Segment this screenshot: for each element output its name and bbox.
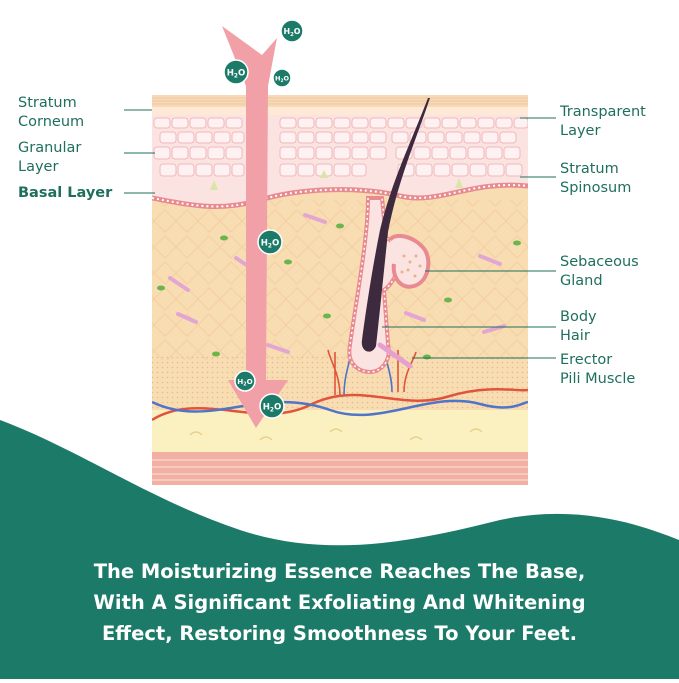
green-wave-background — [0, 420, 679, 679]
h2o-badge-text: H2O — [261, 238, 280, 249]
label-line: Hair — [560, 328, 590, 344]
h2o-badge-circle — [223, 59, 249, 85]
label-line: Pili Muscle — [560, 371, 636, 387]
h2o-badge-text: H2O — [283, 27, 300, 38]
caption-line: The Moisturizing Essence Reaches The Bas… — [93, 560, 586, 583]
h2o-badge: H2O — [259, 393, 285, 419]
h2o-badge: H2O — [223, 59, 249, 85]
label-line: Sebaceous — [560, 254, 639, 270]
water-molecules: H2O H2O H2O H2O H2O H2O — [223, 19, 304, 419]
erector-pili-muscle — [377, 342, 413, 369]
label-line: Corneum — [18, 114, 85, 130]
label-line: Layer — [560, 123, 601, 139]
h2o-badge: H2O — [280, 19, 304, 43]
label-transparent-layer: Transparent Layer — [560, 103, 646, 141]
label-basal-layer: Basal Layer — [18, 184, 112, 203]
caption-text: The Moisturizing Essence Reaches The Bas… — [0, 556, 679, 649]
h2o-badge-text: H2O — [263, 402, 282, 413]
label-granular-layer: Granular Layer — [18, 139, 81, 177]
h2o-badge-circle — [234, 370, 256, 392]
label-line: Gland — [560, 273, 603, 289]
h2o-badge-text: H2O — [237, 377, 252, 388]
transparent-layer-band — [152, 107, 528, 115]
label-line: Stratum — [560, 161, 619, 177]
caption-line: Effect, Restoring Smoothness To Your Fee… — [101, 622, 577, 645]
body-hair — [361, 98, 430, 352]
label-body-hair: Body Hair — [560, 308, 597, 346]
label-line: Transparent — [560, 104, 646, 120]
h2o-badge: H2O — [234, 370, 256, 392]
label-line: Stratum — [18, 95, 77, 111]
h2o-badge-circle — [280, 19, 304, 43]
h2o-badge-circle — [257, 229, 283, 255]
h2o-badge-text: H2O — [275, 75, 289, 85]
label-line: Layer — [18, 159, 59, 175]
label-stratum-spinosum: Stratum Spinosum — [560, 160, 631, 198]
label-line: Body — [560, 309, 597, 325]
h2o-badge-circle — [272, 68, 292, 88]
label-line: Erector — [560, 352, 613, 368]
label-stratum-corneum: Stratum Corneum — [18, 94, 84, 132]
label-erector-pili-muscle: Erector Pili Muscle — [560, 351, 635, 389]
absorption-arrow — [222, 26, 288, 428]
h2o-badge-text: H2O — [227, 68, 246, 79]
h2o-badge: H2O — [272, 68, 292, 88]
subcutaneous-dots — [152, 355, 528, 415]
label-line: Spinosum — [560, 180, 632, 196]
h2o-badge: H2O — [257, 229, 283, 255]
label-line: Basal Layer — [18, 185, 113, 201]
label-line: Granular — [18, 140, 82, 156]
vein — [152, 399, 528, 417]
label-sebaceous-gland: Sebaceous Gland — [560, 253, 639, 291]
caption-line: With A Significant Exfoliating And White… — [93, 591, 586, 614]
h2o-badge-circle — [259, 393, 285, 419]
